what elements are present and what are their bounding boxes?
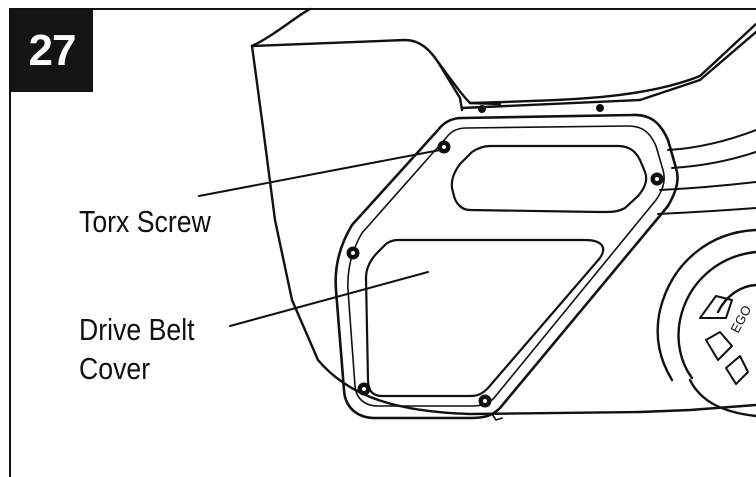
screw-set [348, 105, 663, 420]
step-number-badge: 27 [11, 10, 93, 92]
step-number: 27 [29, 26, 76, 76]
frame-rails [658, 130, 756, 214]
torx-screw-label: Torx Screw [79, 202, 211, 241]
cover-lower-window [366, 240, 603, 396]
cover-upper-window [452, 146, 646, 212]
drive-belt-cover-leader [230, 272, 428, 326]
wheel-brand-mark: EGO [727, 303, 754, 336]
drive-belt-cover-label-line2: Cover [79, 349, 195, 388]
torx-screw-leader [199, 150, 440, 196]
drive-belt-cover-label-line1: Drive Belt [79, 310, 195, 349]
drive-belt-cover-label: Drive Belt Cover [79, 310, 195, 388]
wheel: EGO [658, 230, 756, 416]
